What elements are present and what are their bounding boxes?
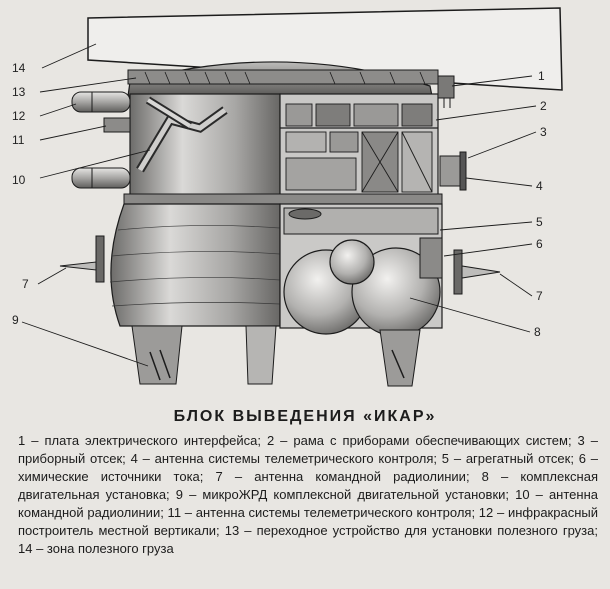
callout-9: 9 — [12, 313, 19, 327]
command-radio-antenna-7-right — [453, 249, 501, 295]
callout-7-right: 7 — [536, 289, 543, 303]
callout-11: 11 — [12, 133, 25, 147]
callout-6: 6 — [536, 237, 543, 251]
callout-14: 14 — [12, 61, 26, 75]
telemetry-antenna-4 — [439, 151, 467, 191]
adapter-ring — [127, 69, 439, 85]
payload-zone — [87, 7, 563, 91]
adapter-ribs — [144, 71, 426, 85]
ir-horizon-sensor — [71, 91, 131, 189]
spacecraft-illustration — [21, 7, 563, 387]
leader-lines — [21, 43, 537, 367]
diagram-title: БЛОК ВЫВЕДЕНИЯ «ИКАР» — [173, 408, 437, 425]
separation-ring — [123, 193, 443, 205]
propulsion-system-tanks — [283, 239, 441, 337]
callout-4: 4 — [536, 179, 543, 193]
callout-7-left: 7 — [22, 277, 29, 291]
micro-engines — [149, 349, 405, 381]
callout-10: 10 — [12, 173, 26, 187]
command-radio-antenna-7-left — [59, 235, 105, 283]
callout-5: 5 — [536, 215, 543, 229]
callout-1: 1 — [538, 69, 545, 83]
callout-13: 13 — [12, 85, 26, 99]
callout-3: 3 — [540, 125, 547, 139]
diagram-legend-caption: 1 – плата электрического интерфейса; 2 –… — [18, 433, 598, 556]
telemetry-antenna-11 — [103, 117, 131, 133]
callout-8: 8 — [534, 325, 541, 339]
aggregate-compartment-shell — [110, 203, 281, 327]
instrument-racks — [285, 103, 433, 193]
landing-structure — [131, 325, 421, 387]
electrical-interface-plate — [437, 75, 455, 108]
chemical-batteries — [419, 237, 443, 279]
callout-2: 2 — [540, 99, 547, 113]
callout-12: 12 — [12, 109, 26, 123]
